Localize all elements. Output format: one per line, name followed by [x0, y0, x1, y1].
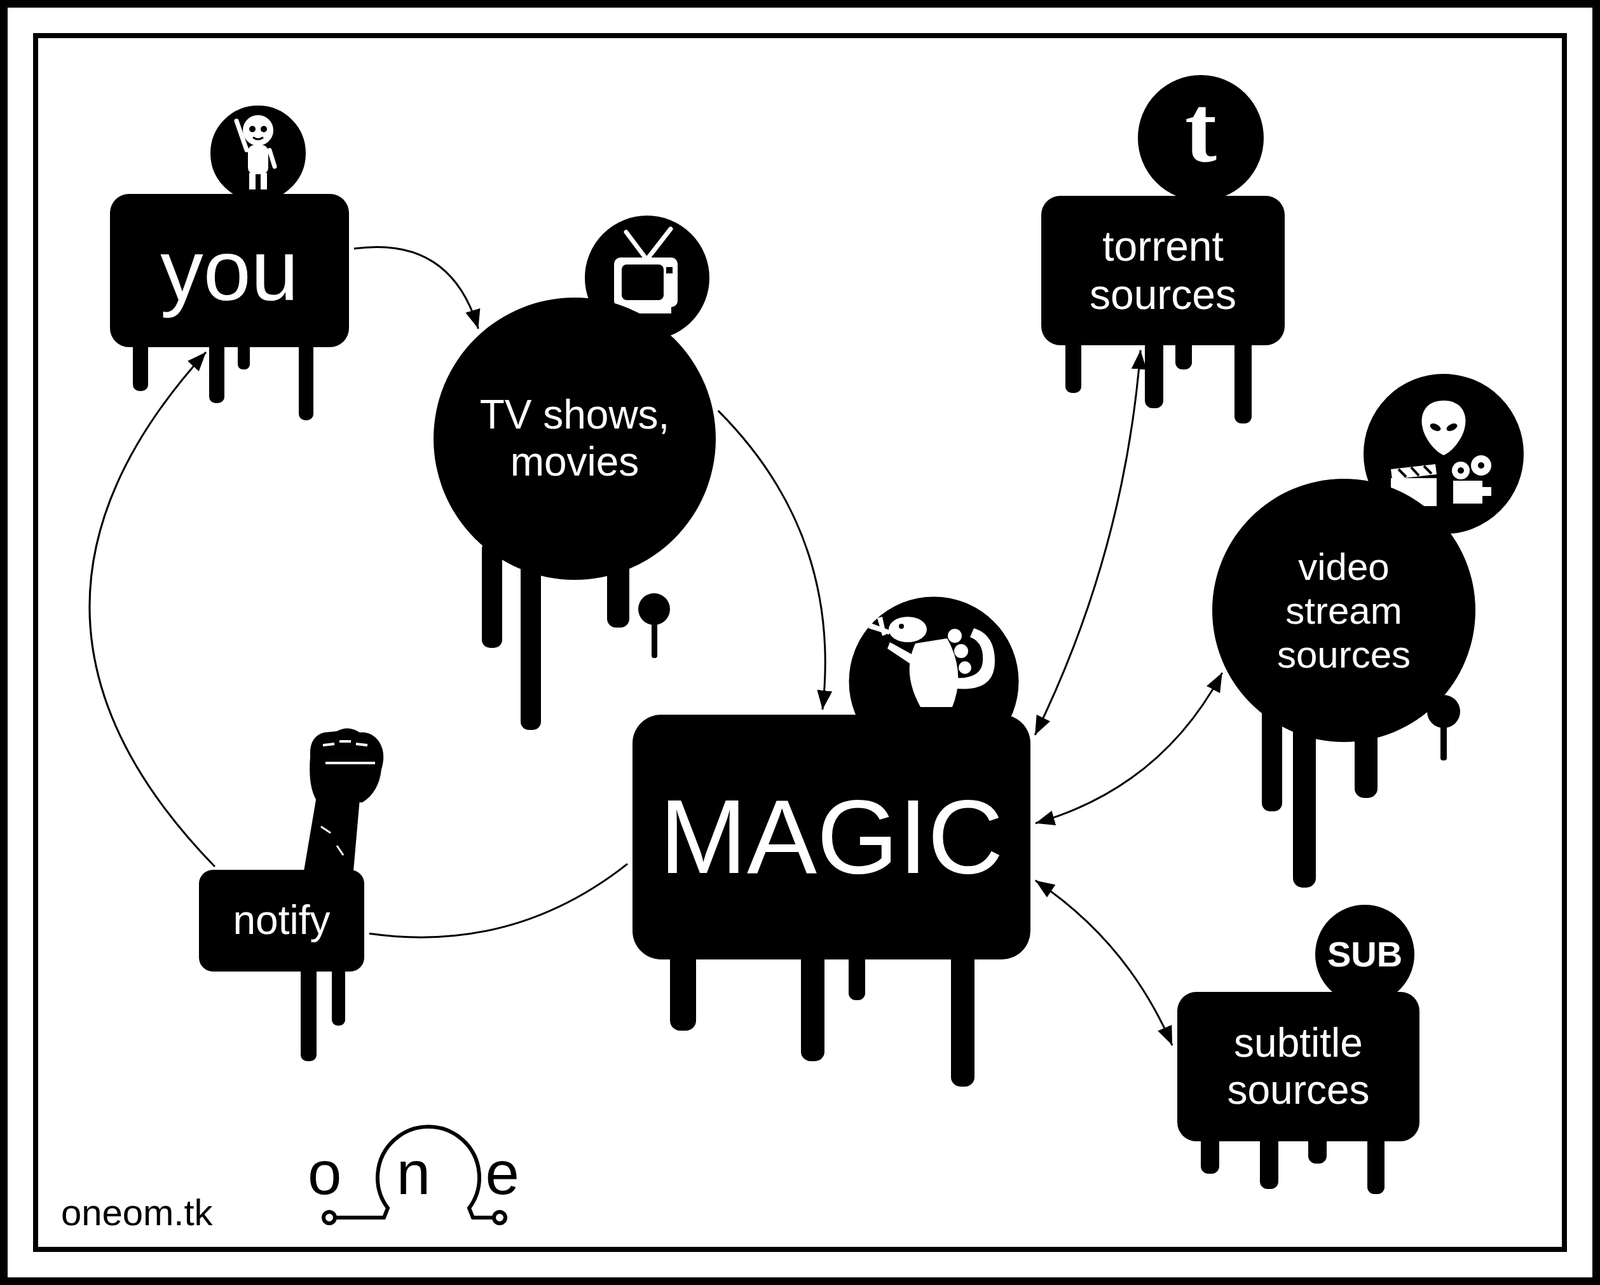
torrent-letter: t — [1169, 75, 1233, 184]
flow-arrow — [1035, 880, 1173, 1046]
node-label: subtitle sources — [1195, 1019, 1402, 1114]
flow-arrow — [369, 863, 628, 938]
logo-text: one — [307, 1137, 575, 1208]
node-label: torrent sources — [1059, 222, 1267, 320]
torrent-icon — [1136, 73, 1265, 203]
subtitle-badge: SUB — [1307, 931, 1423, 977]
notify-box: notify — [198, 869, 365, 972]
flow-arrow — [1035, 672, 1223, 824]
website-url: oneom.tk — [61, 1189, 265, 1235]
node-label: notify — [233, 896, 331, 944]
source-box: torrent sources — [1041, 195, 1285, 346]
node-label: you — [160, 221, 299, 320]
core-box: MAGIC — [632, 714, 1031, 960]
flow-arrow — [89, 352, 215, 867]
drips — [132, 317, 1461, 1194]
outer-frame — [3, 3, 1597, 1281]
actor-box: you — [109, 193, 349, 348]
flow-arrow — [354, 246, 479, 329]
flow-arrow — [1034, 350, 1141, 735]
node-label: MAGIC — [659, 776, 1004, 898]
node-label: video stream sources — [1268, 544, 1420, 677]
node-label: TV shows, movies — [471, 391, 678, 486]
flow-arrow — [718, 410, 826, 710]
source-circle: video stream sources — [1212, 478, 1476, 742]
content-circle: TV shows, movies — [433, 297, 716, 580]
you-icon — [209, 104, 308, 203]
inner-frame — [35, 35, 1565, 1250]
source-box: subtitle sources — [1177, 991, 1420, 1142]
fist-icon — [303, 727, 384, 871]
